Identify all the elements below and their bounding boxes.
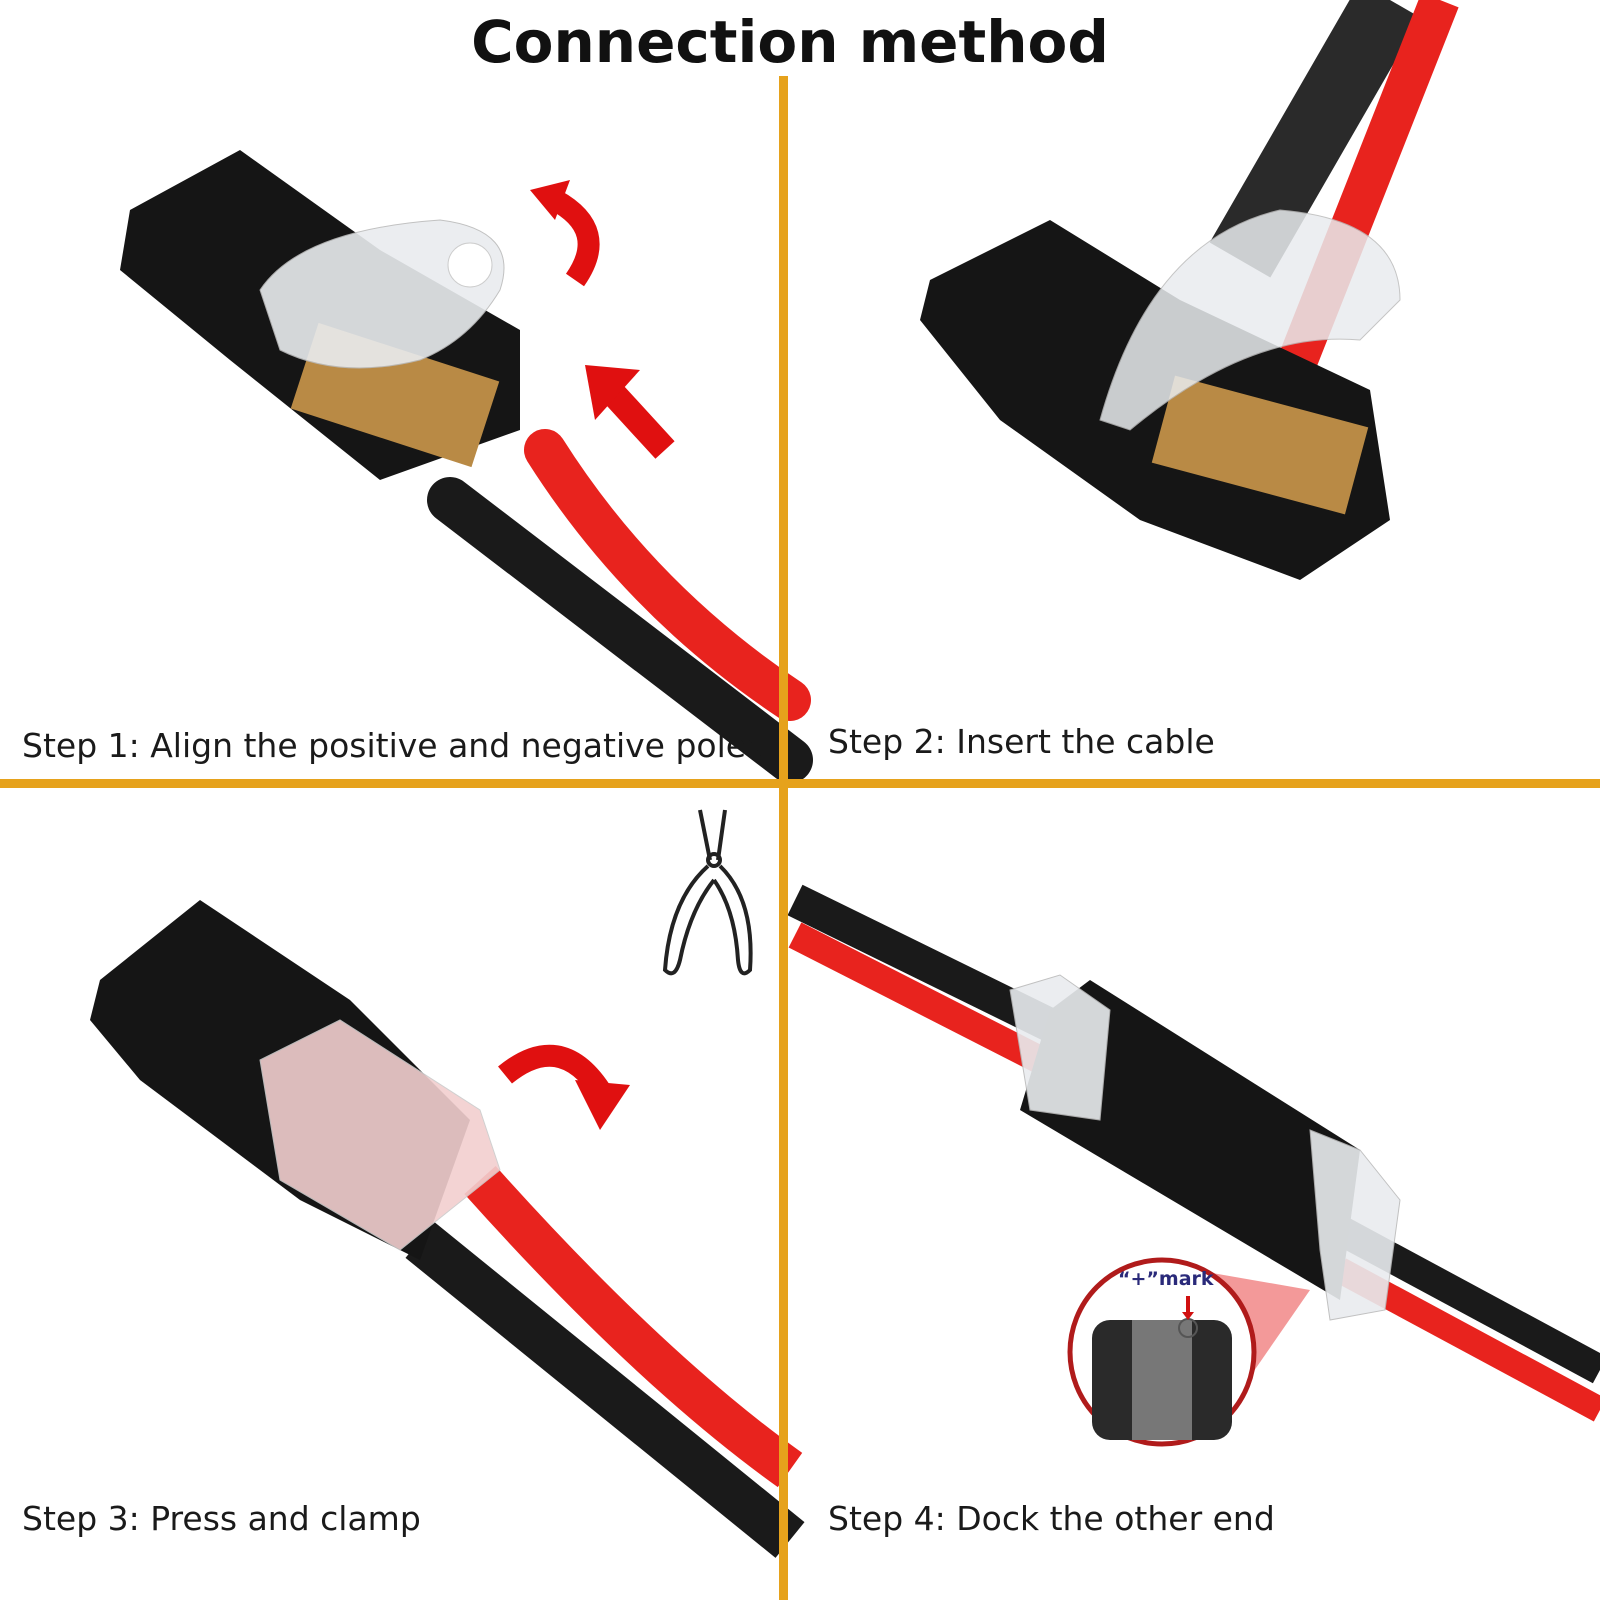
step-4-label: Step 4: Dock the other end (828, 1499, 1275, 1538)
step-2-label: Step 2: Insert the cable (828, 722, 1215, 761)
clear-cap (1009, 974, 1111, 1121)
step3-illustration (90, 809, 805, 1558)
clear-cap (1309, 1129, 1401, 1321)
clear-cap (259, 219, 505, 369)
clear-cap (1099, 209, 1401, 431)
red-wire (524, 429, 811, 721)
pliers-icon (662, 809, 753, 976)
step4-illustration (787, 884, 1600, 1447)
step1-illustration (120, 150, 813, 783)
clear-cap (259, 1019, 501, 1251)
red-wire (464, 1165, 803, 1488)
brass-contacts (1151, 375, 1369, 515)
black-wire (427, 477, 813, 783)
rotate-arrow-icon (549, 190, 600, 287)
red-wire (788, 922, 1047, 1073)
step-1-label: Step 1: Align the positive and negative … (22, 726, 764, 765)
plus-mark-label: “+”mark (1118, 1268, 1214, 1290)
horizontal-divider (0, 779, 1600, 788)
up-arrow-icon (600, 381, 675, 459)
step2-illustration (920, 0, 1459, 580)
page-title: Connection method (471, 8, 1109, 76)
rotate-arrow-icon (498, 1044, 610, 1097)
step-3-label: Step 3: Press and clamp (22, 1499, 421, 1538)
vertical-divider (779, 76, 788, 1600)
black-wire (405, 1222, 805, 1558)
